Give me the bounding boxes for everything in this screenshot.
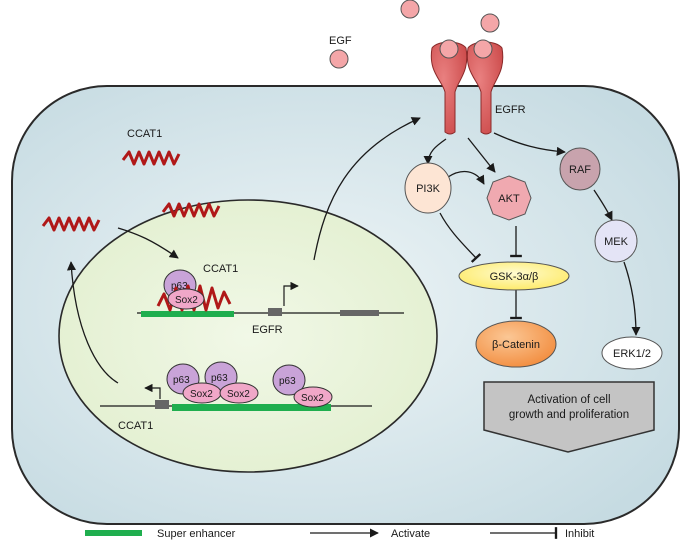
svg-text:GSK-3α/β: GSK-3α/β	[490, 271, 539, 283]
svg-text:AKT: AKT	[498, 193, 520, 205]
svg-text:MEK: MEK	[604, 236, 629, 248]
ccat1-rna	[161, 202, 221, 218]
outcome-box: Activation of cell growth and proliferat…	[483, 381, 655, 453]
egfr-gene-body	[340, 310, 379, 316]
egf-ligand	[400, 0, 420, 19]
svg-text:Sox2: Sox2	[175, 295, 198, 306]
mek-node: MEK	[594, 219, 638, 263]
egfr-tss-arrow	[283, 281, 299, 306]
raf-node: RAF	[559, 147, 601, 191]
ccat1-import-arrow	[117, 227, 179, 259]
inhibit-pi3k-gsk	[439, 212, 482, 263]
egf-label: EGF	[329, 35, 352, 47]
catenin-node: β-Catenin	[475, 320, 557, 368]
egfr-expression-arrow	[313, 117, 421, 261]
gsk-node: GSK-3α/β	[458, 261, 570, 291]
legend-super-enhancer-swatch	[85, 530, 142, 536]
egf-ligand	[329, 49, 349, 69]
ccat1-cytoplasm-label: CCAT1	[127, 128, 162, 140]
ccat1-rna	[121, 150, 181, 166]
sox2-protein: Sox2	[219, 382, 259, 404]
ccat1-export-arrow	[66, 261, 119, 384]
egfr-receptor-label: EGFR	[495, 104, 526, 116]
svg-text:ERK1/2: ERK1/2	[613, 348, 651, 360]
p63-protein: p63	[272, 364, 306, 396]
ccat1-rna	[41, 216, 101, 232]
egfr-promoter	[268, 308, 282, 316]
ccat1-rna-bound	[156, 284, 232, 312]
ccat1-gene-label: CCAT1	[118, 420, 153, 432]
svg-text:p63: p63	[211, 373, 228, 384]
svg-text:RAF: RAF	[569, 164, 591, 176]
super-enhancer-ccat1	[172, 404, 331, 411]
svg-text:β-Catenin: β-Catenin	[492, 339, 540, 351]
legend-activate-label: Activate	[391, 528, 430, 540]
egfr-gene-label: EGFR	[252, 324, 283, 336]
svg-text:Sox2: Sox2	[227, 389, 250, 400]
svg-text:growth and proliferation: growth and proliferation	[509, 409, 629, 421]
svg-text:p63: p63	[173, 375, 190, 386]
ccat1-tss-arrow	[144, 383, 161, 399]
svg-text:PI3K: PI3K	[416, 183, 441, 195]
svg-text:p63: p63	[279, 376, 296, 387]
super-enhancer-egfr	[141, 311, 234, 317]
sox2-protein: Sox2	[293, 386, 333, 408]
nucleus	[58, 199, 438, 473]
legend: Super enhancer Activate Inhibit	[85, 527, 594, 540]
egfr-receptor	[430, 39, 504, 135]
arrow-raf-mek	[593, 189, 613, 221]
arrow-mek-erk	[623, 261, 641, 336]
sox2-protein: Sox2	[182, 382, 222, 404]
erk-node: ERK1/2	[601, 336, 663, 370]
ccat1-promoter	[155, 400, 169, 409]
akt-node: AKT	[486, 175, 532, 221]
legend-inhibit-label: Inhibit	[565, 528, 594, 540]
arrow-egfr-raf	[493, 132, 566, 156]
arrow-egfr-akt	[467, 137, 496, 173]
egf-ligand	[480, 13, 500, 33]
arrow-egfr-pi3k	[423, 138, 447, 165]
legend-super-enhancer-label: Super enhancer	[157, 528, 236, 540]
sox2-protein: Sox2	[167, 288, 205, 310]
svg-text:Activation of cell: Activation of cell	[527, 394, 610, 406]
pi3k-node: PI3K	[404, 162, 452, 214]
arrow-pi3k-akt	[447, 170, 485, 185]
ccat1-nucleus-label: CCAT1	[203, 263, 238, 275]
svg-text:Sox2: Sox2	[190, 389, 213, 400]
svg-text:p63: p63	[171, 281, 188, 292]
svg-text:Sox2: Sox2	[301, 393, 324, 404]
